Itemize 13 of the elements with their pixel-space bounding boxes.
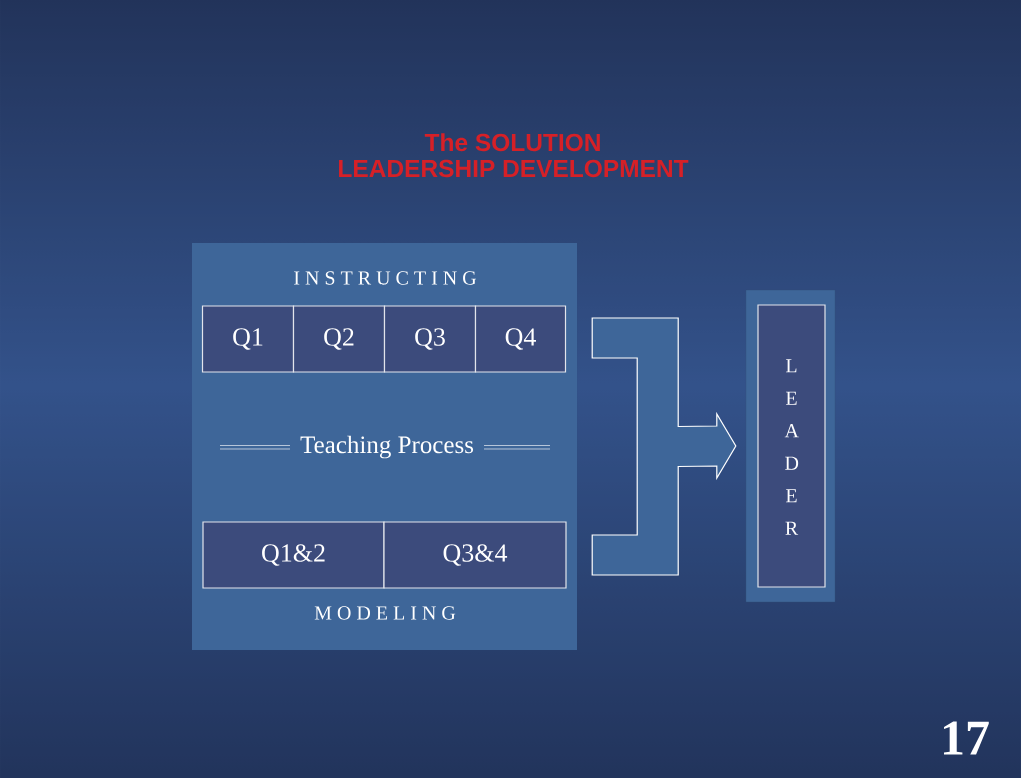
section-heading: M O D E L I N G bbox=[314, 606, 456, 620]
quarter-box: Q3 bbox=[383, 305, 477, 373]
quarter-box: Q2 bbox=[292, 305, 386, 373]
section-heading: I N S T R U C T I N G bbox=[294, 271, 477, 285]
pair-box: Q3&4 bbox=[383, 521, 567, 589]
quarter-box: Q1 bbox=[201, 305, 295, 373]
quarter-box: Q4 bbox=[474, 305, 567, 373]
process-label: Teaching Process bbox=[300, 435, 474, 459]
pair-box: Q1&2 bbox=[202, 521, 385, 589]
page-number: 17 bbox=[944, 721, 989, 755]
leader-box: L E A D E R bbox=[757, 304, 826, 588]
block-arrow bbox=[591, 317, 737, 576]
title: The SOLUTION LEADERSHIP DEVELOPMENT bbox=[339, 133, 689, 178]
